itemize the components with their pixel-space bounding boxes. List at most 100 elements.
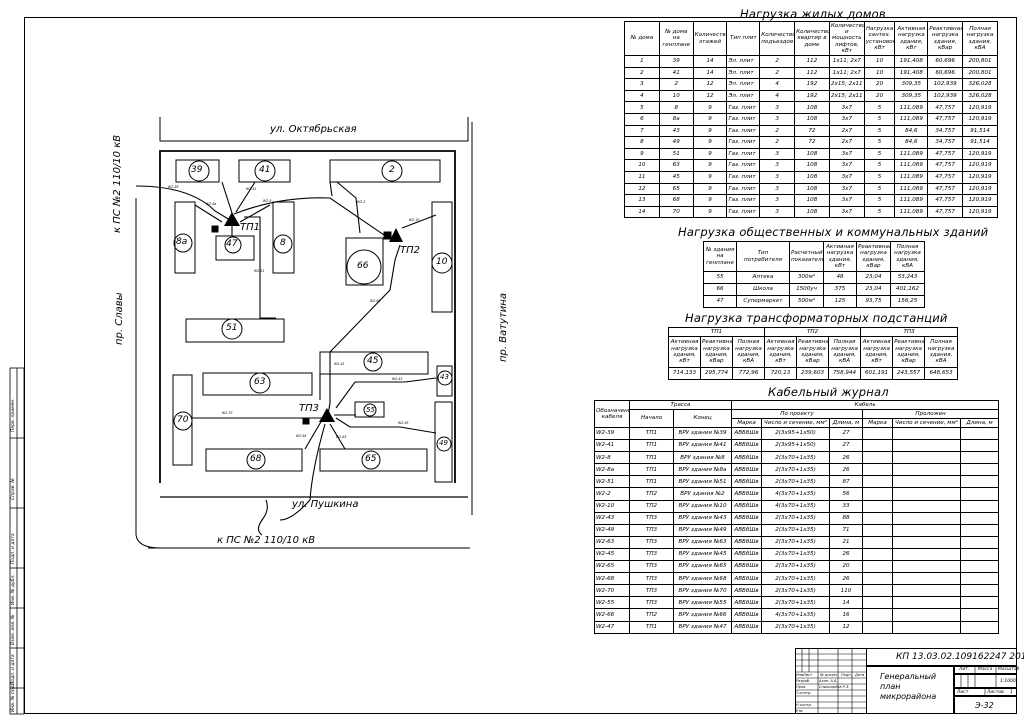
substations-table: ТП1 ТП2 ТП3 Активная нагрузка здания, кВ… [667,327,959,380]
stamp-role-approve: Утв. [796,709,804,713]
tp1-label: ТП1 [240,222,260,233]
stamp-sheet: Лист [957,690,969,695]
table-cell: 108 [794,182,830,196]
table-cell: 11 [624,170,660,184]
residential-header-cell: Реактивная нагрузка здания, кВар [927,21,964,56]
svg-text:W2-8а: W2-8а [206,202,216,206]
building-label-45: 45 [367,356,379,366]
table-cell: 9 [692,124,728,138]
table-cell: 120,919 [962,205,998,219]
building-label-10: 10 [436,257,448,267]
svg-text:W2-8: W2-8 [263,199,271,203]
table-cell: 6 [624,112,660,126]
building-41 [238,159,291,183]
building-47 [215,235,255,261]
side-vzam: Взам. инв. № [11,614,16,645]
cable-journal-table: Обозначение кабеля Трасса Кабель Начало … [594,400,1000,634]
side-podp1: Подп. и дата [11,533,16,564]
building-label-55: 55 [366,406,375,414]
tp1-symbol [224,212,240,226]
table-cell: ВРУ здания №47 [672,620,733,634]
substation-value-cell: 758,944 [828,367,862,380]
tp2-symbol [389,228,403,242]
public-header-cell: Полная нагрузка здания, кВА [890,241,925,272]
stamp-role-check: Пров. [796,685,807,689]
table-cell: 84,6 [894,136,929,149]
building-2 [329,159,441,183]
empty-cell [960,620,1000,634]
stamp-person-dev: Ахан. А.А. [819,679,838,683]
public-title: Нагрузка общественных и коммунальных зда… [678,225,989,239]
table-cell: 3х7 [828,101,865,114]
building-label-8a: 8а [176,237,188,247]
svg-text:W2-45: W2-45 [334,362,344,366]
tp3-symbol [319,408,335,422]
svg-text:W2-39: W2-39 [168,185,178,189]
table-cell: 120,919 [962,170,998,184]
substation-value-cell: 772,96 [731,367,766,380]
building-label-49: 49 [439,439,448,447]
table-cell: 120,919 [962,194,998,207]
table-cell: 10 [624,159,660,172]
residential-header-cell: Количество и мощность лифтов, кВт [828,21,865,56]
table-cell: 108 [794,194,830,207]
building-8a [174,201,196,274]
table-cell: 111,089 [894,194,929,207]
table-cell: 9 [692,159,728,172]
svg-text:W2-43: W2-43 [392,377,402,381]
building-label-65: 65 [365,454,377,464]
table-cell: 65 [658,182,694,196]
building-label-66: 66 [357,261,369,271]
table-cell: 7 [624,124,660,138]
svg-text:W2-51: W2-51 [254,269,264,273]
table-cell: 3х7 [828,159,865,172]
residential-header-cell: Тип плит [726,21,761,56]
public-header-cell: № здания на генплане [703,241,737,272]
svg-text:W2-65: W2-65 [336,435,346,439]
substation-value-cell: 295,774 [700,367,733,380]
table-cell: Газ. плит [726,205,761,219]
public-header-cell: Реактивная нагрузка здания, кВар [856,241,891,272]
stamp-drawing-name: Генеральный план микрорайона [880,672,937,701]
tp2-label: ТП2 [400,245,420,256]
table-cell: 3х7 [828,170,865,184]
stamp-h-doc: № докум. [820,673,838,677]
residential-header-cell: Нагрузка сантех. установок, кВт [863,21,896,56]
table-cell: 3х7 [828,147,865,161]
substation-header-cell: Активная нагрузка здания, кВт [668,336,701,368]
table-cell: 14 [624,205,660,219]
table-cell: 326,028 [962,78,998,91]
feeder-label-bottom: к ПС №2 110/10 кВ [217,535,316,546]
table-cell: 120,919 [962,159,998,172]
substation-value-cell: 243,557 [892,367,926,380]
svg-text:W2-10: W2-10 [409,218,419,222]
substation-header-cell: Полная нагрузка здания, кВА [731,336,766,368]
building-43 [436,365,453,397]
svg-text:W2-70: W2-70 [222,411,232,415]
building-45 [319,351,429,375]
building-label-68: 68 [250,454,262,464]
svg-text:W2-49: W2-49 [398,421,408,425]
building-label-39: 39 [191,165,203,175]
tp3-label: ТП3 [299,403,319,414]
stamp-h-change: Изм. [796,673,805,677]
